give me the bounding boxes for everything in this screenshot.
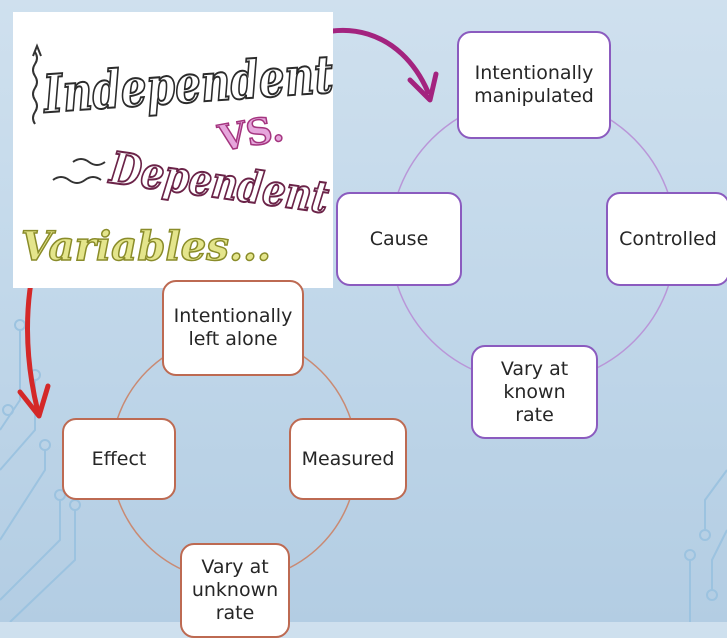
node-intentionally-manipulated: Intentionally manipulated (457, 31, 611, 139)
node-vary-at-unknown-rate: Vary at unknown rate (180, 543, 290, 638)
title-art-independent: Independent (40, 44, 333, 125)
title-art-variables: Variables... (21, 223, 271, 270)
title-art-drawing: Independent VS. Dependent Variables... (20, 43, 333, 271)
circuit-decoration-right (684, 469, 727, 622)
node-vary-at-known-rate: Vary at known rate (471, 345, 598, 439)
node-cause: Cause (336, 192, 462, 286)
node-measured: Measured (289, 418, 407, 500)
title-art: Independent VS. Dependent Variables... (13, 12, 333, 288)
node-controlled: Controlled (606, 192, 727, 286)
circuit-decoration-left (0, 319, 81, 622)
node-intentionally-left-alone: Intentionally left alone (162, 280, 304, 376)
node-effect: Effect (62, 418, 176, 500)
slide: Independent VS. Dependent Variables... I… (0, 12, 727, 638)
title-art-vs: VS. (214, 107, 286, 160)
title-art-dependent: Dependent (105, 142, 332, 223)
